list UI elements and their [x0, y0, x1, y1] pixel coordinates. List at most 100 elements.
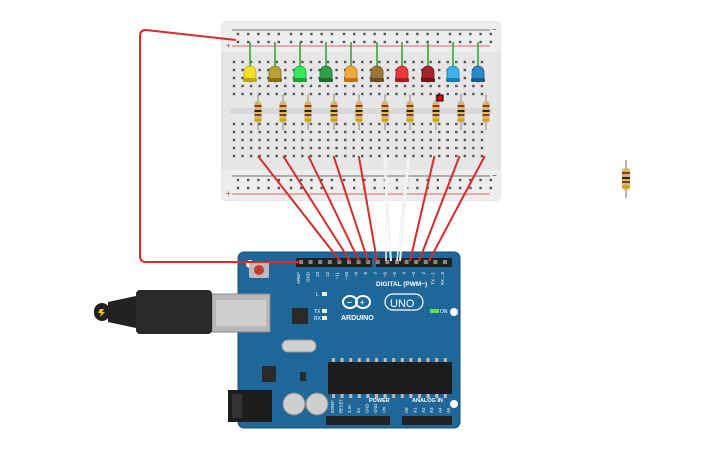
breadboard-hole: [395, 92, 398, 96]
rail-hole: [353, 32, 356, 36]
breadboard-hole: [361, 138, 364, 142]
breadboard-hole: [343, 92, 347, 96]
breadboard-hole: [241, 138, 244, 142]
breadboard-hole: [343, 122, 347, 126]
led-base: [293, 78, 307, 82]
usb-cable-strain-relief: [108, 296, 136, 328]
breadboard-hole: [284, 68, 287, 72]
breadboard-hole: [361, 76, 364, 80]
rail-hole: [320, 32, 323, 36]
breadboard-hole: [395, 122, 398, 126]
chip-pin: [400, 358, 404, 362]
rail-hole: [320, 40, 323, 44]
rail-hole: [342, 32, 346, 36]
breadboard-hole: [455, 60, 458, 64]
resistor-band: [482, 119, 490, 121]
resistor-band: [406, 114, 414, 116]
breadboard-hole: [241, 92, 244, 96]
breadboard-hole: [455, 84, 458, 88]
breadboard-hole: [284, 138, 287, 142]
rail-hole: [277, 40, 280, 44]
rail-hole: [353, 186, 356, 190]
chip-pin: [418, 358, 421, 362]
power-header: [326, 416, 390, 425]
led-base: [421, 78, 435, 82]
breadboard-hole: [241, 84, 244, 88]
breadboard-hole: [412, 122, 415, 126]
rail-hole: [479, 178, 482, 182]
rail-hole: [267, 186, 270, 190]
breadboard-hole: [267, 146, 270, 150]
breadboard-hole: [301, 154, 304, 158]
arduino-brand: ARDUINO: [341, 315, 374, 322]
resistor-band: [330, 114, 338, 116]
breadboard-hole: [420, 130, 424, 134]
breadboard-hole: [232, 154, 236, 158]
mount-hole: [450, 308, 458, 316]
rail-hole: [236, 178, 240, 182]
breadboard-hole: [326, 138, 330, 142]
analog-pin-label: A5: [446, 407, 451, 413]
breadboard-hole: [301, 92, 304, 96]
breadboard-hole: [241, 154, 244, 158]
breadboard-hole: [361, 154, 364, 158]
header-pin: [404, 260, 409, 264]
breadboard-hole: [438, 76, 441, 80]
chip-pin: [409, 358, 413, 362]
resistor-band: [457, 114, 465, 116]
signal-wire: [282, 155, 351, 262]
chip-pin: [435, 358, 439, 362]
breadboard-hole: [369, 68, 372, 72]
power-pin-label: 3.3V: [347, 404, 352, 413]
rail-hole: [448, 32, 452, 36]
breadboard-hole: [249, 138, 253, 142]
rail-hole: [257, 186, 260, 190]
breadboard-hole: [438, 146, 441, 150]
arduino-model: UNO: [390, 298, 415, 310]
header-pin: [327, 260, 332, 264]
breadboard-hole: [446, 60, 449, 64]
rail-minus-label-bottom: −: [492, 171, 497, 180]
digital-pin-label: ~5: [392, 272, 397, 278]
analog-pin-label: A4: [438, 407, 443, 413]
breadboard-hole: [438, 122, 441, 126]
rail-hole: [426, 32, 429, 36]
breadboard-hole: [284, 76, 287, 80]
reset-button-cap[interactable]: [254, 265, 264, 275]
breadboard-hole: [386, 76, 390, 80]
usb-cable[interactable]: [94, 290, 212, 334]
breadboard-hole: [284, 146, 287, 150]
rail-hole: [277, 32, 280, 36]
svg-text:+: +: [360, 298, 365, 307]
breadboard-hole: [258, 84, 261, 88]
breadboard-hole: [249, 130, 253, 134]
breadboard-hole: [463, 68, 467, 72]
rail-hole: [300, 178, 303, 182]
digital-pin-label: 7: [373, 272, 378, 275]
resistor-band: [304, 119, 312, 121]
uno-badge: [384, 293, 424, 311]
breadboard-hole: [352, 154, 355, 158]
breadboard-hole: [378, 84, 381, 88]
breadboard-hole: [352, 130, 355, 134]
breadboard-hole: [429, 154, 432, 158]
chip-pin: [400, 394, 404, 398]
chip-pin: [426, 358, 430, 362]
led-base: [446, 78, 460, 82]
signal-wire: [307, 155, 360, 262]
breadboard-hole: [284, 92, 287, 96]
digital-pin-label: 8: [363, 272, 368, 275]
breadboard-hole: [395, 146, 398, 150]
breadboard-hole: [301, 138, 304, 142]
breadboard-hole: [369, 122, 372, 126]
rail-hole: [267, 40, 270, 44]
breadboard-hole: [335, 130, 338, 134]
breadboard-hole: [292, 92, 296, 96]
spare-resistor[interactable]: [622, 160, 630, 198]
breadboard-hole: [361, 122, 364, 126]
digital-pin-label: 13: [315, 272, 320, 278]
rail-hole: [459, 40, 462, 44]
breadboard-hole: [232, 76, 236, 80]
